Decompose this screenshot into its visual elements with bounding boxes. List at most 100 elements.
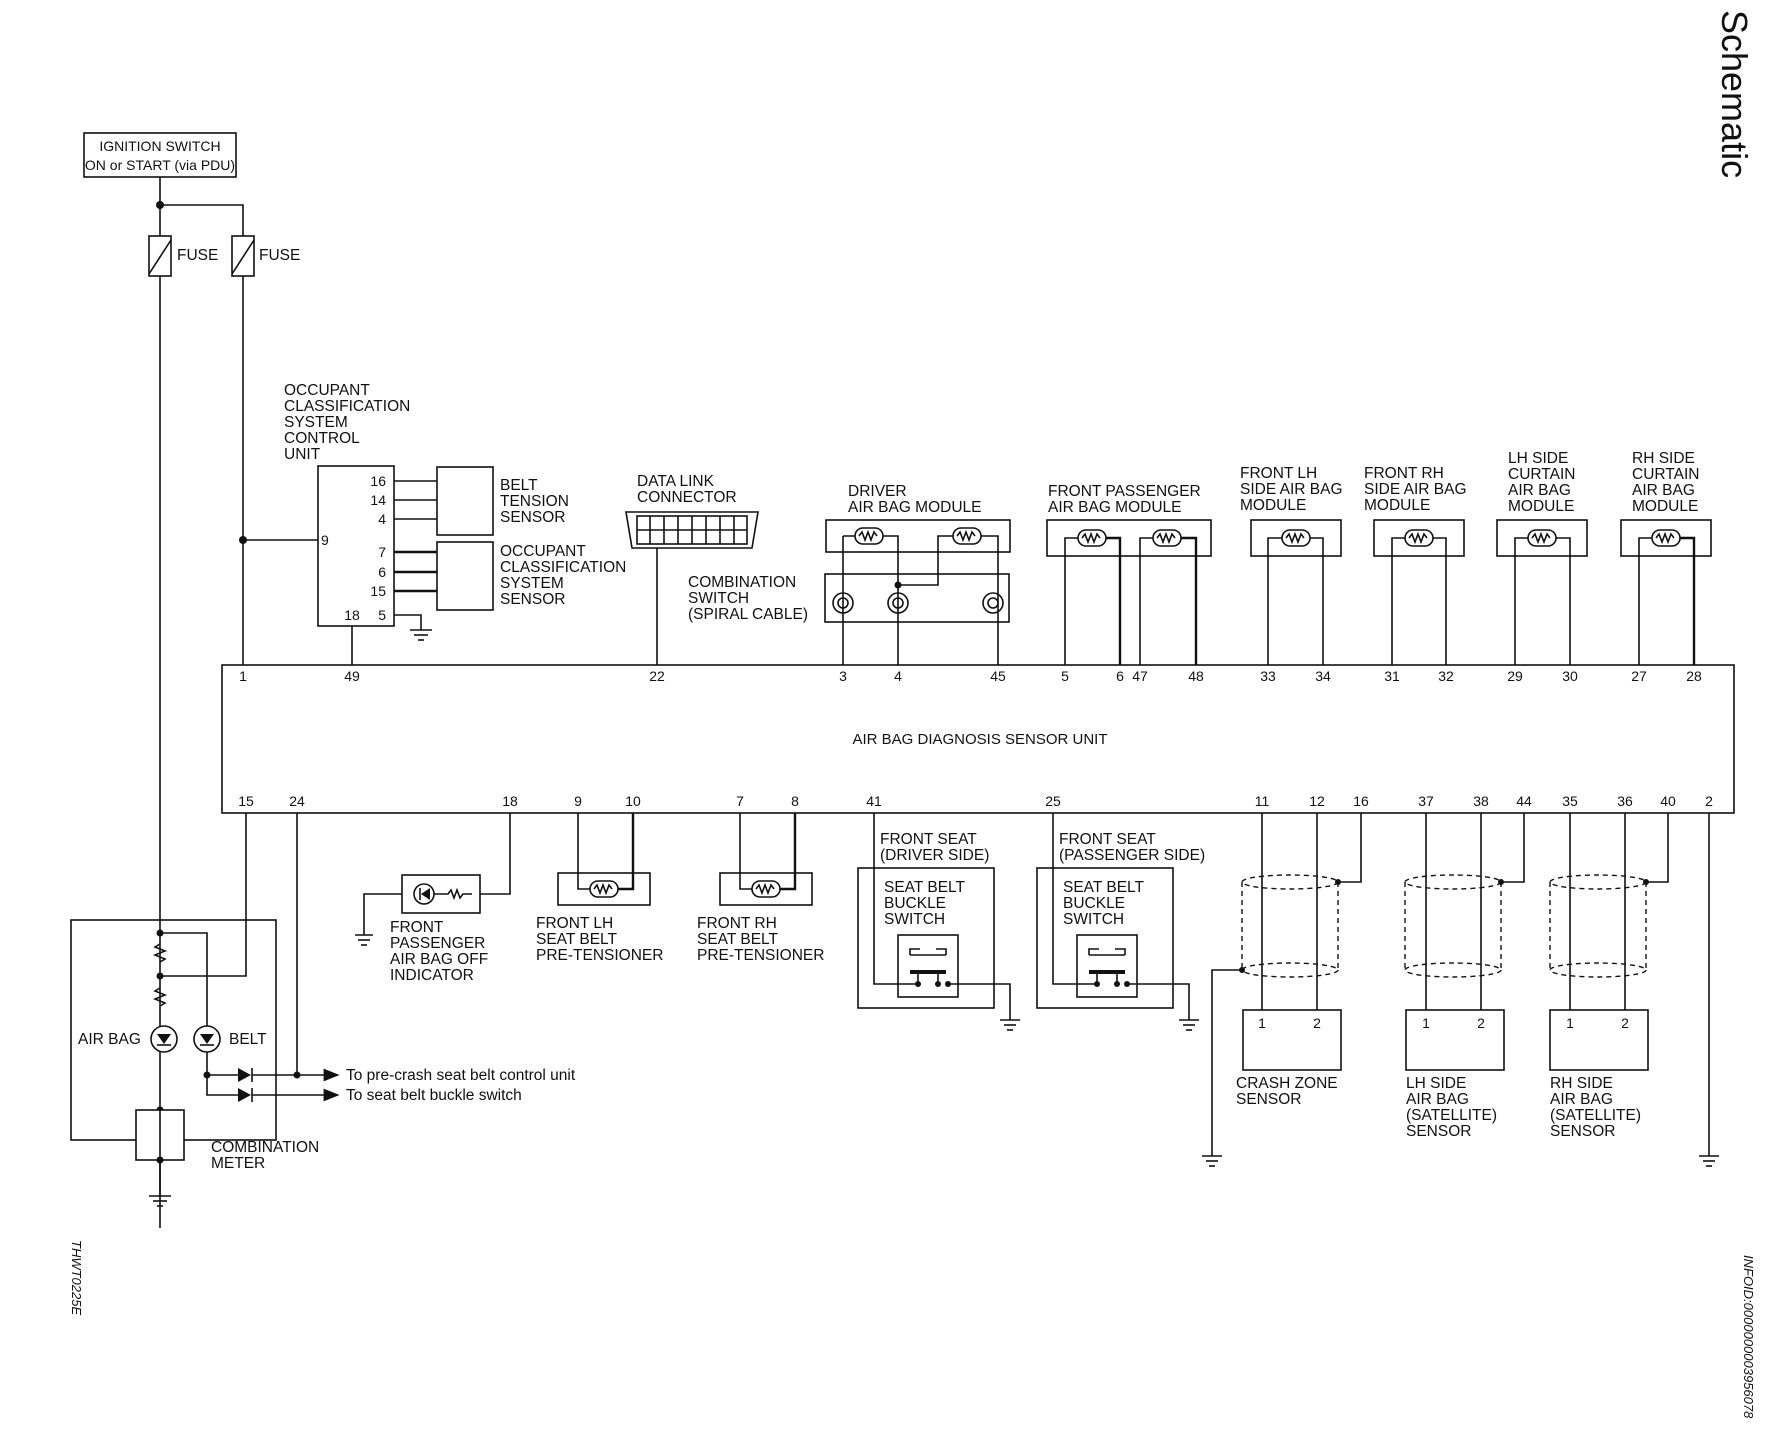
driver-seat-ground-icon bbox=[1000, 1019, 1020, 1031]
ocs-pin-16: 16 bbox=[370, 473, 386, 489]
lhs-line3: (SATELLITE) bbox=[1406, 1107, 1497, 1124]
combo-switch-line1: COMBINATION bbox=[688, 574, 796, 591]
pab-off-line4: INDICATOR bbox=[390, 967, 474, 984]
czs-pin-1: 1 bbox=[1258, 1015, 1266, 1031]
crash-zone-ground-icon bbox=[1202, 1155, 1222, 1167]
top-pin-3: 3 bbox=[839, 668, 847, 684]
czs-line1: CRASH ZONE bbox=[1236, 1075, 1338, 1092]
sensor-unit-label: AIR BAG DIAGNOSIS SENSOR UNIT bbox=[852, 731, 1107, 748]
belt-tension-line3: SENSOR bbox=[500, 509, 565, 526]
bot-pin-16: 16 bbox=[1353, 793, 1369, 809]
front-seat-passenger-side: FRONT SEAT (PASSENGER SIDE) SEAT BELT BU… bbox=[1036, 831, 1205, 1009]
rhs-line3: (SATELLITE) bbox=[1550, 1107, 1641, 1124]
bot-pin-8: 8 bbox=[791, 793, 799, 809]
rhs-line1: RH SIDE bbox=[1550, 1075, 1613, 1092]
top-pin-48: 48 bbox=[1188, 668, 1204, 684]
sensor-unit-ground-icon bbox=[1699, 1155, 1719, 1167]
ocs-sensor-line1: OCCUPANT bbox=[500, 543, 586, 560]
pab-off-line3: AIR BAG OFF bbox=[390, 951, 488, 968]
rhs-pin-2: 2 bbox=[1621, 1015, 1629, 1031]
czs-pin-2: 2 bbox=[1313, 1015, 1321, 1031]
ocs-unit-line1: OCCUPANT bbox=[284, 382, 370, 399]
ignition-line2: ON or START (via PDU) bbox=[85, 157, 235, 173]
flh-ab-line1: FRONT LH bbox=[1240, 465, 1317, 482]
top-pin-29: 29 bbox=[1507, 668, 1523, 684]
meter-air-bag-label: AIR BAG bbox=[78, 1031, 141, 1048]
driver-air-bag-module: DRIVER AIR BAG MODULE bbox=[825, 483, 1011, 553]
rh-side-air-bag-satellite-sensor: 1 2 RH SIDE AIR BAG (SATELLITE) SENSOR bbox=[1549, 874, 1649, 1140]
air-bag-diagnosis-sensor-unit: AIR BAG DIAGNOSIS SENSOR UNIT 1 49 22 3 … bbox=[221, 664, 1735, 814]
top-pin-27: 27 bbox=[1631, 668, 1647, 684]
bot-pin-24: 24 bbox=[289, 793, 305, 809]
top-pin-5: 5 bbox=[1061, 668, 1069, 684]
front-lh-seat-belt-pretensioner: FRONT LH SEAT BELT PRE-TENSIONER bbox=[536, 872, 663, 964]
pab-off-line1: FRONT bbox=[390, 919, 444, 936]
lhc-ab-line3: AIR BAG bbox=[1508, 482, 1571, 499]
combo-switch-line3: (SPIRAL CABLE) bbox=[688, 606, 808, 623]
fuse-right-label: FUSE bbox=[259, 247, 300, 264]
top-pin-4: 4 bbox=[894, 668, 902, 684]
fp-ab-line1: FRONT PASSENGER bbox=[1048, 483, 1201, 500]
belt-tension-sensor: BELT TENSION SENSOR bbox=[436, 466, 569, 536]
meter-belt-label: BELT bbox=[229, 1031, 267, 1048]
pab-off-line2: PASSENGER bbox=[390, 935, 485, 952]
seat-psg-sw-line1: SEAT BELT bbox=[1063, 879, 1145, 896]
dlc-line1: DATA LINK bbox=[637, 473, 715, 490]
meter-line1: COMBINATION bbox=[211, 1139, 319, 1156]
fuse-left-label: FUSE bbox=[177, 247, 218, 264]
top-pin-1: 1 bbox=[239, 668, 247, 684]
ocs-pin-4: 4 bbox=[378, 511, 386, 527]
data-link-connector: DATA LINK CONNECTOR bbox=[625, 473, 759, 549]
combination-meter: AIR BAG BELT COMBINATION METER bbox=[70, 813, 340, 1228]
rhs-line2: AIR BAG bbox=[1550, 1091, 1613, 1108]
ocs-sensor-line2: CLASSIFICATION bbox=[500, 559, 626, 576]
flh-ab-line2: SIDE AIR BAG bbox=[1240, 481, 1343, 498]
rhs-pin-1: 1 bbox=[1566, 1015, 1574, 1031]
info-id: INFOID:0000000003956078 bbox=[1741, 1255, 1756, 1419]
lhs-pin-1: 1 bbox=[1422, 1015, 1430, 1031]
passenger-air-bag-off-indicator: FRONT PASSENGER AIR BAG OFF INDICATOR bbox=[390, 874, 488, 984]
frh-pt-line2: SEAT BELT bbox=[697, 931, 779, 948]
bot-pin-15: 15 bbox=[238, 793, 254, 809]
ocs-pin-6: 6 bbox=[378, 564, 386, 580]
lhs-line2: AIR BAG bbox=[1406, 1091, 1469, 1108]
ocs-pin-18: 18 bbox=[344, 607, 360, 623]
fuse-right: FUSE bbox=[231, 235, 300, 277]
top-pin-47: 47 bbox=[1132, 668, 1148, 684]
top-pin-30: 30 bbox=[1562, 668, 1578, 684]
flh-pt-line2: SEAT BELT bbox=[536, 931, 618, 948]
bot-pin-18: 18 bbox=[502, 793, 518, 809]
lh-side-air-bag-satellite-sensor: 1 2 LH SIDE AIR BAG (SATELLITE) SENSOR bbox=[1404, 874, 1505, 1140]
frh-pt-line1: FRONT RH bbox=[697, 915, 777, 932]
ocs-sensor-line4: SENSOR bbox=[500, 591, 565, 608]
figure-id: THWT0225E bbox=[69, 1240, 84, 1315]
top-pin-32: 32 bbox=[1438, 668, 1454, 684]
meter-line2: METER bbox=[211, 1155, 265, 1172]
seat-drv-sw-line3: SWITCH bbox=[884, 911, 945, 928]
bot-pin-9: 9 bbox=[574, 793, 582, 809]
rhc-ab-line4: MODULE bbox=[1632, 498, 1698, 515]
bot-pin-7: 7 bbox=[736, 793, 744, 809]
ocs-pin-9: 9 bbox=[321, 532, 329, 548]
fp-ab-line2: AIR BAG MODULE bbox=[1048, 499, 1182, 516]
czs-line2: SENSOR bbox=[1236, 1091, 1301, 1108]
flh-pt-line3: PRE-TENSIONER bbox=[536, 947, 663, 964]
flh-ab-line3: MODULE bbox=[1240, 497, 1306, 514]
rhc-ab-line3: AIR BAG bbox=[1632, 482, 1695, 499]
lhs-line1: LH SIDE bbox=[1406, 1075, 1466, 1092]
rhc-ab-line1: RH SIDE bbox=[1632, 450, 1695, 467]
ocs-ground-icon bbox=[410, 629, 432, 641]
to-pre-crash-label: To pre-crash seat belt control unit bbox=[346, 1067, 576, 1084]
lhs-pin-2: 2 bbox=[1477, 1015, 1485, 1031]
seat-psg-sw-line3: SWITCH bbox=[1063, 911, 1124, 928]
bot-pin-37: 37 bbox=[1418, 793, 1434, 809]
front-rh-side-air-bag-module: FRONT RH SIDE AIR BAG MODULE bbox=[1364, 465, 1467, 557]
bot-pin-41: 41 bbox=[866, 793, 882, 809]
page-title: Schematic bbox=[1714, 10, 1755, 178]
rhs-line4: SENSOR bbox=[1550, 1123, 1615, 1140]
rh-side-curtain-air-bag-module: RH SIDE CURTAIN AIR BAG MODULE bbox=[1620, 450, 1712, 557]
top-pin-22: 22 bbox=[649, 668, 665, 684]
bot-pin-35: 35 bbox=[1562, 793, 1578, 809]
lhc-ab-line2: CURTAIN bbox=[1508, 466, 1575, 483]
driver-ab-line2: AIR BAG MODULE bbox=[848, 499, 982, 516]
